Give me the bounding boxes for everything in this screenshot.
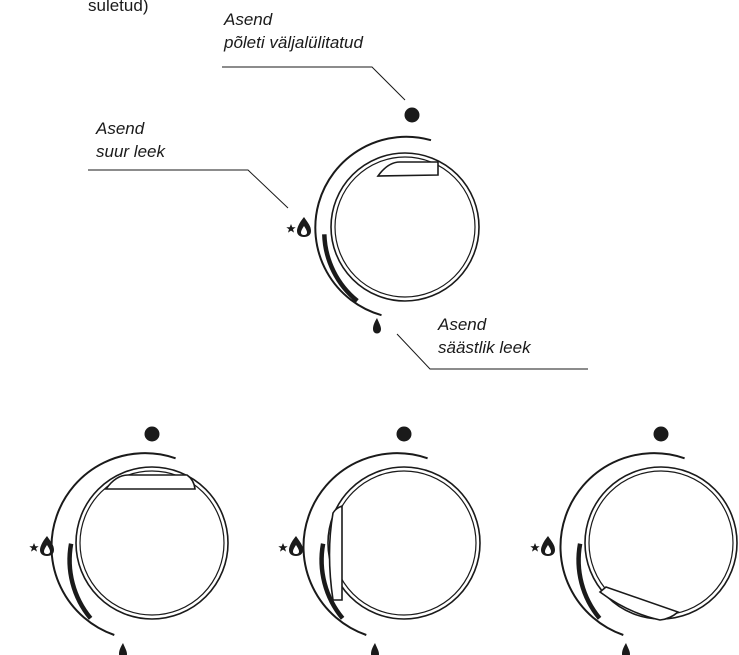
- knob-high-flame-variant: [278, 426, 481, 655]
- knob1-off-dot: [144, 426, 160, 442]
- knob2-off-dot: [396, 426, 412, 442]
- knob3-scale-thick-arc: [576, 543, 602, 620]
- label-high-flame: Asend suur leek: [96, 117, 165, 163]
- main-knob-scale-thick-arc: [322, 234, 359, 303]
- knob-off-variant: [29, 426, 229, 655]
- label-off-line1: Asend: [224, 10, 273, 29]
- off-position-dot: [404, 107, 420, 123]
- knob2-scale-arc: [302, 452, 428, 636]
- knob3-off-dot: [653, 426, 669, 442]
- small-flame-icon: [371, 643, 379, 655]
- label-eco-line1: Asend: [438, 315, 487, 334]
- small-flame-icon: [622, 643, 630, 655]
- knob3-indicator: [598, 586, 680, 621]
- knob2-indicator: [328, 504, 343, 601]
- small-flame-icon: [119, 643, 127, 655]
- main-knob-scale-arc: [314, 135, 432, 317]
- knob2-body: [327, 466, 481, 620]
- top-fragment-text: suletud): [88, 0, 149, 15]
- small-flame-icon: [373, 318, 381, 334]
- main-knob: [88, 66, 588, 370]
- label-eco-line2: säästlik leek: [438, 338, 531, 357]
- label-high-line1: Asend: [96, 119, 145, 138]
- star-flame-icon: [29, 536, 54, 556]
- knob1-scale-arc: [50, 452, 176, 636]
- label-high-line2: suur leek: [96, 142, 165, 161]
- knob1-scale-thick-arc: [67, 543, 93, 620]
- star-flame-icon: [530, 536, 555, 556]
- knob3-scale-arc: [559, 452, 685, 636]
- label-off-line2: põleti väljalülitatud: [224, 33, 363, 52]
- knob2-scale-thick-arc: [319, 543, 345, 620]
- star-flame-icon: [278, 536, 303, 556]
- leader-line-off: [222, 66, 406, 101]
- main-knob-inner-ring: [334, 156, 476, 298]
- label-off-position: Asend põleti väljalülitatud: [224, 8, 363, 54]
- leader-line-high: [88, 169, 289, 209]
- knob1-body: [75, 466, 229, 620]
- main-knob-body: [330, 152, 480, 302]
- leader-line-eco: [396, 333, 588, 370]
- star-flame-icon: [286, 217, 311, 237]
- knob-eco-flame-variant: [530, 426, 738, 655]
- knob1-inner-ring: [79, 470, 225, 616]
- knob1-indicator: [104, 474, 196, 490]
- label-eco-flame: Asend säästlik leek: [438, 313, 531, 359]
- main-knob-indicator: [376, 161, 439, 177]
